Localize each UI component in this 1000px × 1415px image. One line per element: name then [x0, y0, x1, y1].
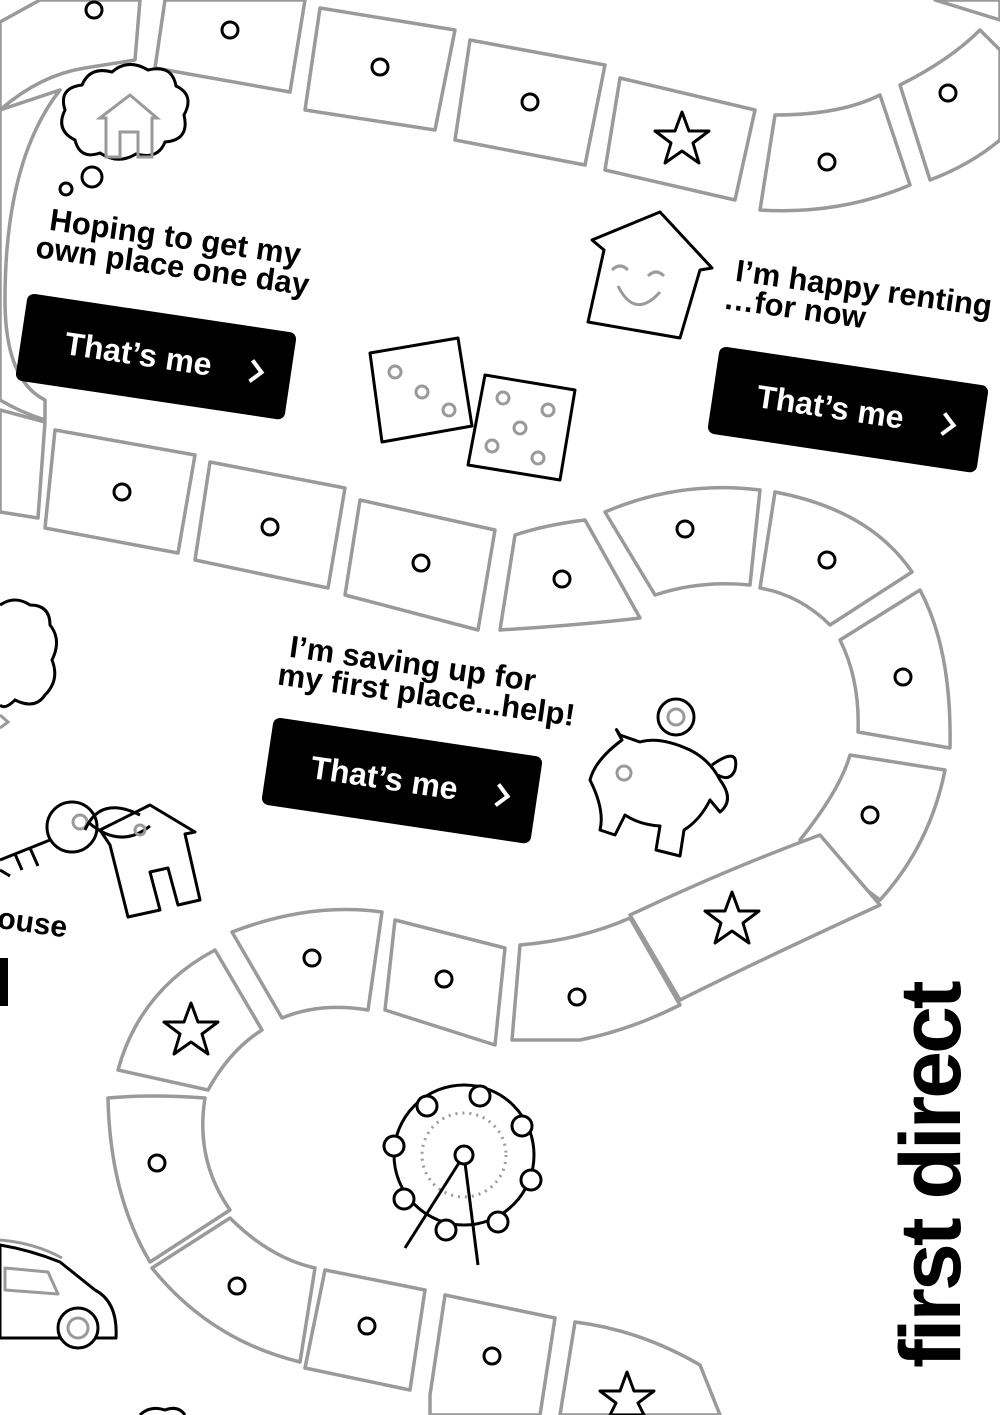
space-dot — [260, 517, 280, 537]
space-dot — [434, 969, 454, 989]
space-dot — [84, 0, 104, 20]
star-icon — [653, 110, 711, 165]
chevron-right-icon — [486, 783, 511, 807]
star-icon — [162, 1001, 220, 1056]
tree-icon — [0, 598, 58, 730]
space-dot — [520, 92, 540, 112]
option-1-button-label: That’s me — [62, 324, 215, 383]
space-dot — [817, 550, 837, 570]
car-icon — [0, 1238, 118, 1350]
space-dot — [893, 667, 913, 687]
space-dot — [227, 1276, 247, 1296]
space-dot — [411, 553, 431, 573]
space-dot — [938, 83, 958, 103]
space-dot — [220, 20, 240, 40]
brand-logo: first direct — [883, 983, 979, 1368]
space-dot — [147, 1153, 167, 1173]
space-dot — [567, 987, 587, 1007]
thought-cloud-house-icon — [58, 63, 190, 197]
space-dot — [675, 519, 695, 539]
cloud-icon — [138, 1406, 187, 1415]
space-dot — [860, 805, 880, 825]
star-spaces — [162, 110, 761, 1415]
space-dot — [482, 1346, 502, 1366]
partial-option-button[interactable] — [0, 958, 8, 1006]
star-icon — [703, 890, 761, 945]
dice-icon — [368, 336, 577, 482]
space-dot — [357, 1316, 377, 1336]
space-markers — [84, 0, 958, 1366]
option-2-button-label: That’s me — [754, 377, 907, 436]
chevron-right-icon — [240, 359, 265, 383]
option-3-button-label: That’s me — [308, 748, 461, 807]
space-dot — [817, 152, 837, 172]
key-house-icon — [0, 800, 202, 919]
ferris-wheel-icon — [382, 1083, 543, 1266]
chevron-right-icon — [932, 412, 957, 436]
smiling-house-icon — [586, 210, 714, 340]
space-dot — [552, 569, 572, 589]
space-dot — [370, 57, 390, 77]
space-dot — [302, 948, 322, 968]
star-icon — [598, 1370, 656, 1415]
piggy-bank-icon — [588, 697, 738, 858]
space-dot — [112, 482, 132, 502]
